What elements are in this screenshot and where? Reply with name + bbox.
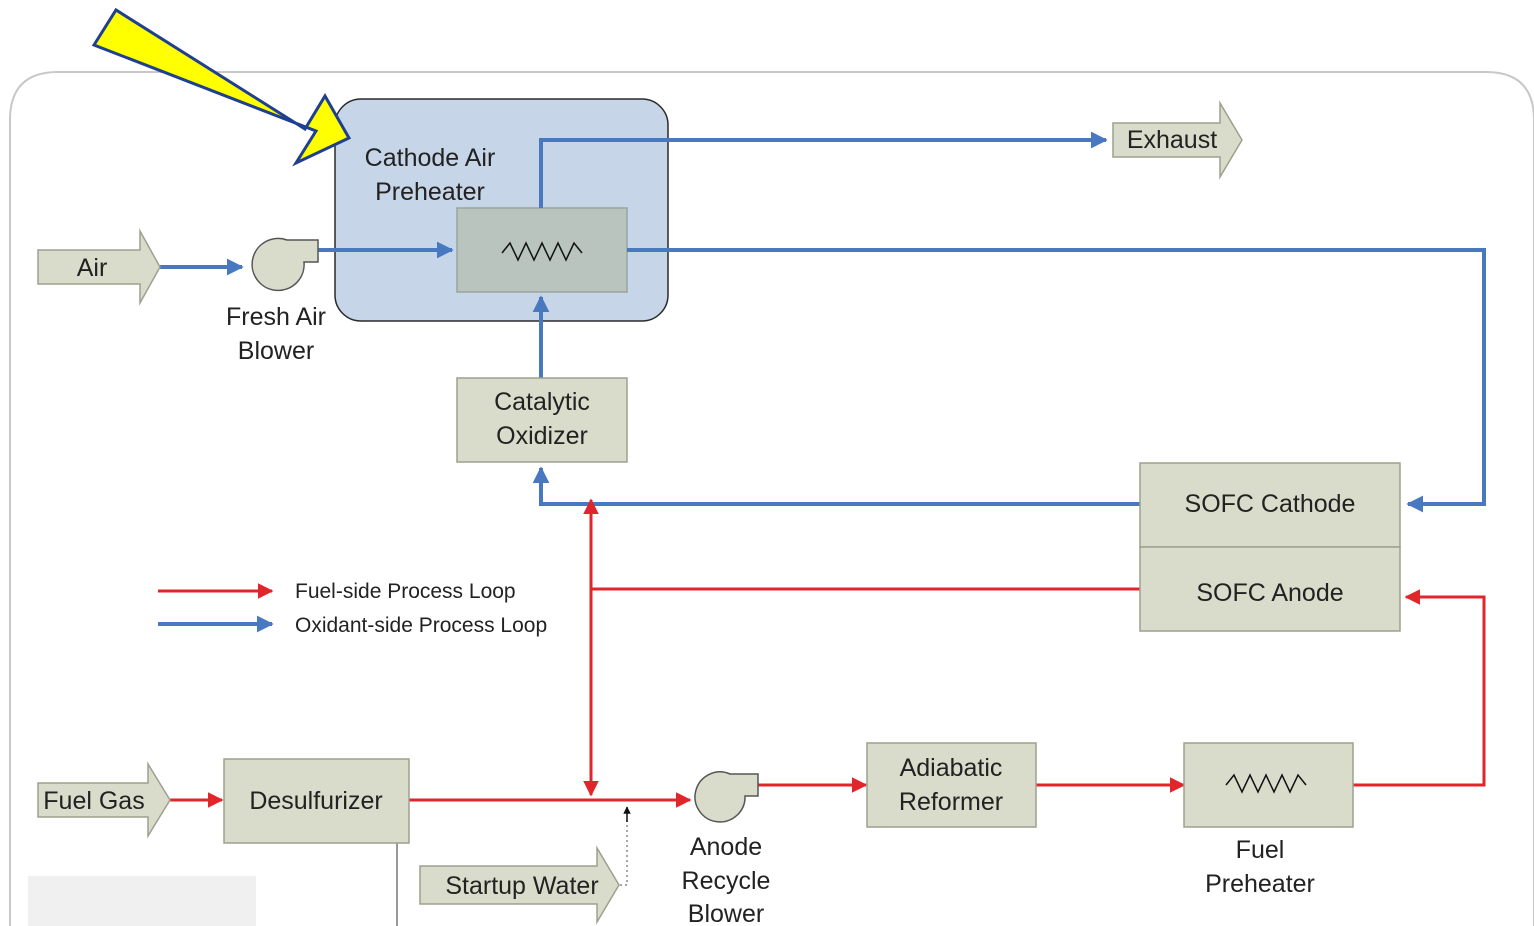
desulfurizer-label: Desulfurizer [249,787,382,815]
startup-water-dotted-line [620,820,628,886]
anode-recycle-blower-label-line1: Anode [690,833,762,861]
startup-water-input-arrow[interactable] [419,845,620,925]
adiabatic-reformer-box[interactable] [866,742,1037,828]
fuel-gas-input-label: Fuel Gas [43,787,144,815]
blank-patch [28,876,256,926]
oxidant-line-hx-to-exhaust [539,131,1108,208]
oxidant-line-cathode-to-oxidizer [532,466,1140,506]
desulfurizer-box[interactable] [223,758,410,844]
cathode-air-preheater-label-line2: Preheater [375,178,485,206]
sofc-anode-label: SOFC Anode [1196,579,1343,607]
air-input-arrow[interactable] [37,228,161,306]
adiabatic-reformer-label-line2: Reformer [899,788,1003,816]
fuel-preheater-box[interactable] [1183,742,1354,828]
oxidant-line-hx-to-cathode [627,248,1486,513]
fresh-air-blower-label-line1: Fresh Air [226,303,326,331]
anode-recycle-blower-label-line3: Blower [688,900,764,926]
sofc-cathode-label: SOFC Cathode [1185,490,1356,518]
cathode-air-preheater-label-line1: Cathode Air [365,144,496,172]
heat-exchanger-coil-icon [501,241,583,262]
air-input-label: Air [77,254,108,282]
catalytic-oxidizer-label-line2: Oxidizer [496,422,588,450]
fuel-preheater-coil-icon [1225,773,1307,794]
fuel-preheater-label-line2: Preheater [1205,870,1315,898]
catalytic-oxidizer-label-line1: Catalytic [494,388,590,416]
fuel-gas-input-arrow[interactable] [37,761,171,839]
exhaust-output-arrow[interactable] [1112,100,1243,180]
anode-recycle-blower-icon[interactable] [694,771,759,823]
legend-fuel-label: Fuel-side Process Loop [295,580,516,603]
fuel-line-preheater-to-anode [1353,589,1486,787]
legend-oxidant-label: Oxidant-side Process Loop [295,614,547,637]
fresh-air-blower-icon[interactable] [251,237,319,292]
catalytic-oxidizer-box[interactable] [456,377,628,463]
sofc-anode-box[interactable] [1139,546,1401,632]
sofc-cathode-box[interactable] [1139,462,1401,548]
exhaust-output-label: Exhaust [1127,126,1217,154]
diagram-frame [9,71,1534,926]
anode-recycle-blower-label-line2: Recycle [682,867,771,895]
startup-water-input-label: Startup Water [445,872,598,900]
yellow-pointer-arrow-icon [91,7,352,167]
fresh-air-blower-label-line2: Blower [238,337,314,365]
fuel-preheater-label-line1: Fuel [1236,836,1285,864]
adiabatic-reformer-label-line1: Adiabatic [900,754,1003,782]
cathode-heat-exchanger-box [456,207,628,293]
